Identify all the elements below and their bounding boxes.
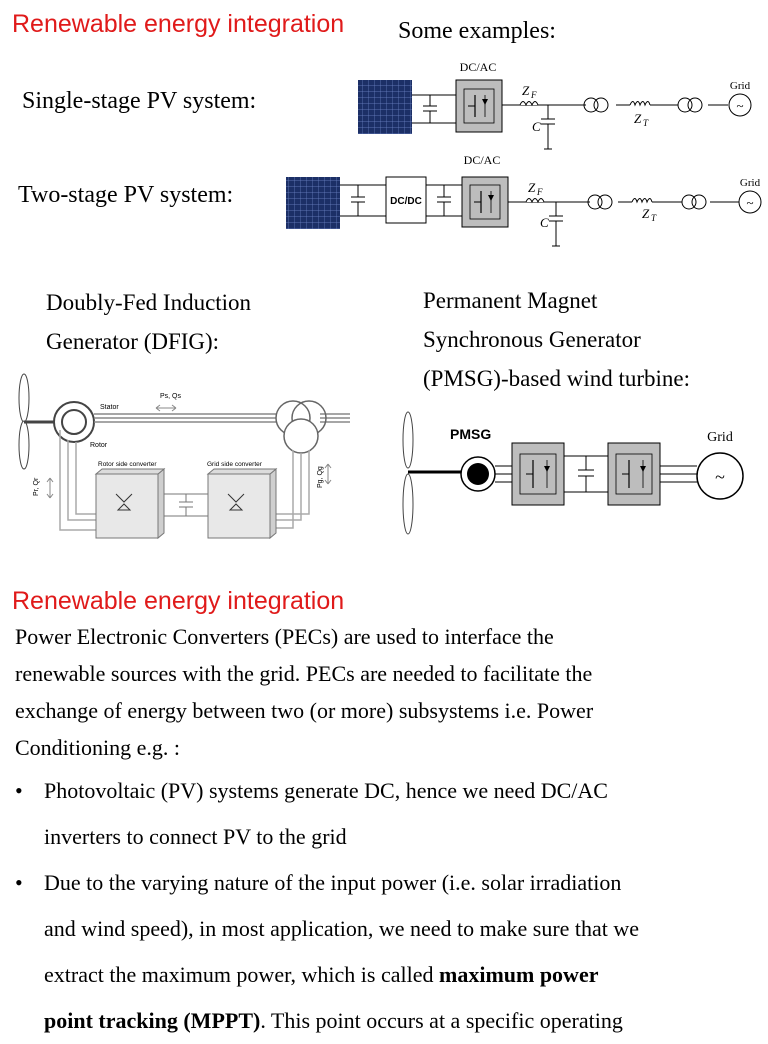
pmsg-grid-label: Grid	[707, 430, 733, 445]
svg-text:T: T	[651, 213, 657, 223]
svg-text:Rotor: Rotor	[90, 442, 108, 449]
single-stage-pv-diagram: DC/AC Z F C Z T ~ Grid	[358, 60, 752, 150]
bullet-item: • Due to the varying nature of the input…	[15, 860, 760, 1044]
intro-line: renewable sources with the grid. PECs ar…	[15, 661, 593, 686]
svg-text:Z: Z	[634, 111, 642, 126]
intro-line: Power Electronic Converters (PECs) are u…	[15, 624, 554, 649]
grid-label: Grid	[730, 80, 751, 92]
mppt-term: point tracking (MPPT)	[44, 1008, 261, 1033]
slide1-title: Renewable energy integration	[12, 10, 345, 38]
intro-line: Conditioning e.g. :	[15, 735, 180, 760]
two-stage-pv-diagram: DC/DC DC/AC Z F C Z T ~ Grid	[286, 153, 762, 247]
svg-text:Ps, Qs: Ps, Qs	[160, 393, 182, 400]
rotor-converter-icon	[95, 473, 159, 539]
dfig-label-line2: Generator (DFIG):	[46, 329, 220, 354]
svg-text:Grid side converter: Grid side converter	[207, 461, 263, 468]
svg-text:Pg, Qg: Pg, Qg	[317, 466, 324, 488]
bullet-list: • Photovoltaic (PV) systems generate DC,…	[15, 768, 760, 1044]
bullet-dot: •	[15, 870, 23, 895]
two-stage-label: Two-stage PV system:	[18, 182, 234, 208]
rectifier-icon	[511, 442, 565, 506]
bullet-item: • Photovoltaic (PV) systems generate DC,…	[15, 768, 760, 860]
dcac-converter-icon	[455, 79, 503, 133]
slide1-subtitle: Some examples:	[398, 18, 556, 44]
ac-source-icon: ~	[746, 195, 753, 210]
svg-text:C: C	[532, 119, 541, 134]
pv-panel-icon	[358, 80, 412, 134]
dcac-label: DC/AC	[464, 153, 501, 167]
bullet-dot: •	[15, 778, 23, 803]
dcdc-label: DC/DC	[390, 196, 422, 207]
svg-text:F: F	[536, 187, 543, 197]
mppt-term: maximum power	[439, 962, 599, 987]
ac-source-icon: ~	[736, 98, 743, 113]
svg-text:Stator: Stator	[100, 404, 119, 411]
pmsg-text: PMSG	[450, 426, 491, 442]
svg-text:T: T	[643, 118, 649, 128]
grid-label: Grid	[740, 177, 761, 189]
svg-text:Z: Z	[642, 206, 650, 221]
svg-text:Pr, Qr: Pr, Qr	[33, 477, 40, 496]
svg-text:F: F	[530, 90, 537, 100]
pmsg-label-line2: Synchronous Generator	[423, 327, 641, 352]
svg-text:Z: Z	[522, 83, 530, 98]
single-stage-label: Single-stage PV system:	[22, 88, 257, 114]
svg-text:Z: Z	[528, 180, 536, 195]
svg-text:Rotor side converter: Rotor side converter	[98, 461, 157, 468]
grid-converter-icon	[207, 473, 271, 539]
dfig-label-line1: Doubly-Fed Induction	[46, 290, 252, 315]
pv-panel-icon	[286, 177, 340, 229]
inverter-icon	[607, 442, 661, 506]
slide2-title: Renewable energy integration	[12, 587, 345, 615]
dfig-diagram: Stator Rotor Ps, Qs Rotor side converter…	[18, 373, 350, 540]
intro-line: exchange of energy between two (or more)…	[15, 698, 594, 723]
dcac-converter-icon	[461, 176, 509, 228]
pmsg-diagram: PMSG Grid ~	[402, 411, 744, 535]
ac-source-icon: ~	[715, 467, 725, 487]
dcac-label: DC/AC	[460, 60, 497, 74]
pmsg-label-line1: Permanent Magnet	[423, 288, 598, 313]
intro-paragraph: Power Electronic Converters (PECs) are u…	[15, 618, 760, 766]
svg-text:C: C	[540, 215, 549, 230]
pmsg-label-line3: (PMSG)-based wind turbine:	[423, 366, 691, 391]
dcdc-converter-icon	[385, 176, 427, 224]
